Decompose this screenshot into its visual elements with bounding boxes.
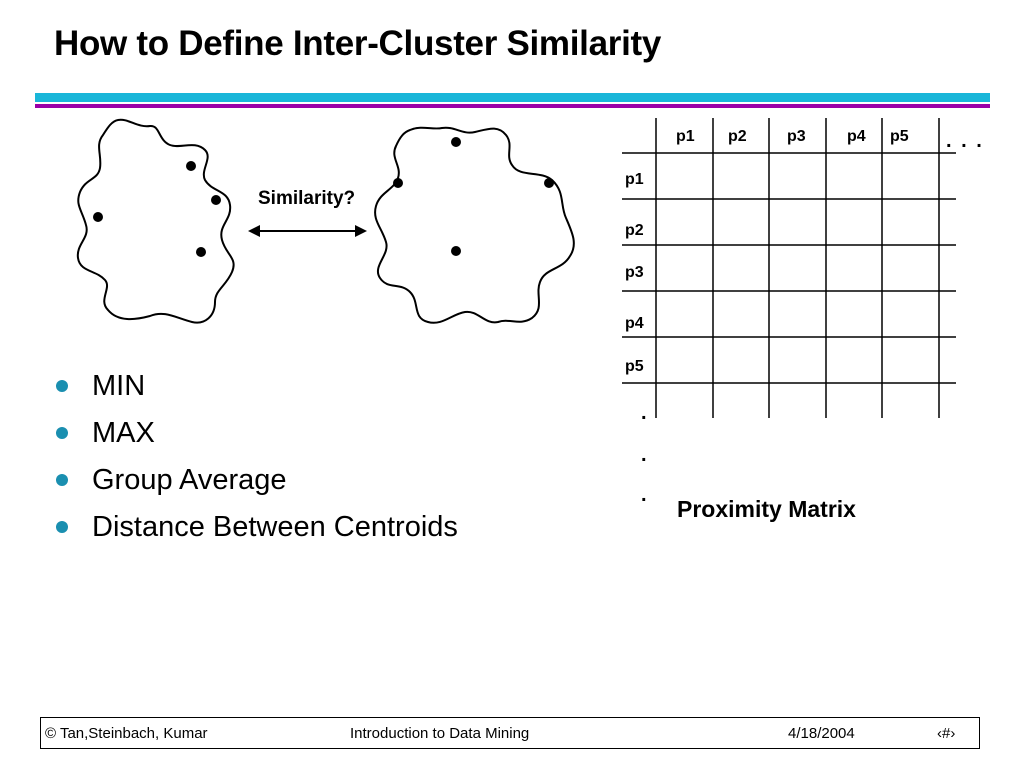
bullet-text: MIN	[92, 370, 146, 402]
matrix-col-header: p2	[728, 128, 747, 145]
matrix-row-header: p1	[625, 171, 644, 188]
point	[93, 212, 103, 222]
double-arrow	[248, 225, 367, 237]
point	[544, 178, 554, 188]
bullet-item: Group Average	[52, 458, 458, 505]
footer-page-number: ‹#›	[937, 725, 956, 742]
matrix-caption: Proximity Matrix	[677, 496, 856, 522]
footer-date: 4/18/2004	[788, 725, 855, 742]
matrix-col-header: p1	[676, 128, 695, 145]
bullet-dot-icon	[56, 521, 68, 533]
title-rule-cyan	[35, 93, 990, 102]
bullet-list: MIN MAX Group Average Distance Between C…	[52, 364, 458, 552]
bullet-item: MAX	[52, 411, 458, 458]
slide-title: How to Define Inter-Cluster Similarity	[54, 24, 662, 63]
point	[451, 246, 461, 256]
bullet-dot-icon	[56, 427, 68, 439]
matrix-col-header: p4	[847, 128, 866, 145]
bullet-text: Group Average	[92, 464, 287, 496]
matrix-row-ellipsis: .	[641, 402, 647, 424]
footer-course: Introduction to Data Mining	[350, 725, 530, 742]
matrix-row-header: p3	[625, 264, 644, 281]
bullet-text: MAX	[92, 417, 155, 449]
proximity-matrix-grid	[622, 118, 956, 418]
matrix-row-ellipsis: .	[641, 444, 647, 466]
bullet-dot-icon	[56, 380, 68, 392]
matrix-col-ellipsis: . . .	[946, 130, 984, 152]
point	[211, 195, 221, 205]
matrix-row-header: p4	[625, 315, 644, 332]
matrix-row-header: p2	[625, 222, 644, 239]
matrix-col-header: p5	[890, 128, 909, 145]
matrix-row-ellipsis: .	[641, 484, 647, 506]
bullet-text: Distance Between Centroids	[92, 511, 458, 543]
footer-copyright: © Tan,Steinbach, Kumar	[45, 725, 208, 742]
bullet-dot-icon	[56, 474, 68, 486]
slide-footer: © Tan,Steinbach, Kumar Introduction to D…	[40, 717, 980, 749]
similarity-label: Similarity?	[258, 188, 356, 209]
right-cluster-points	[393, 137, 554, 256]
right-cluster-outline	[374, 126, 575, 324]
matrix-col-header: p3	[787, 128, 806, 145]
left-cluster-points	[93, 161, 221, 257]
matrix-row-header: p5	[625, 358, 644, 375]
left-cluster-outline	[76, 118, 235, 324]
point	[196, 247, 206, 257]
bullet-item: MIN	[52, 364, 458, 411]
point	[451, 137, 461, 147]
bullet-item: Distance Between Centroids	[52, 505, 458, 552]
point	[186, 161, 196, 171]
point	[393, 178, 403, 188]
title-rule-purple	[35, 104, 990, 108]
